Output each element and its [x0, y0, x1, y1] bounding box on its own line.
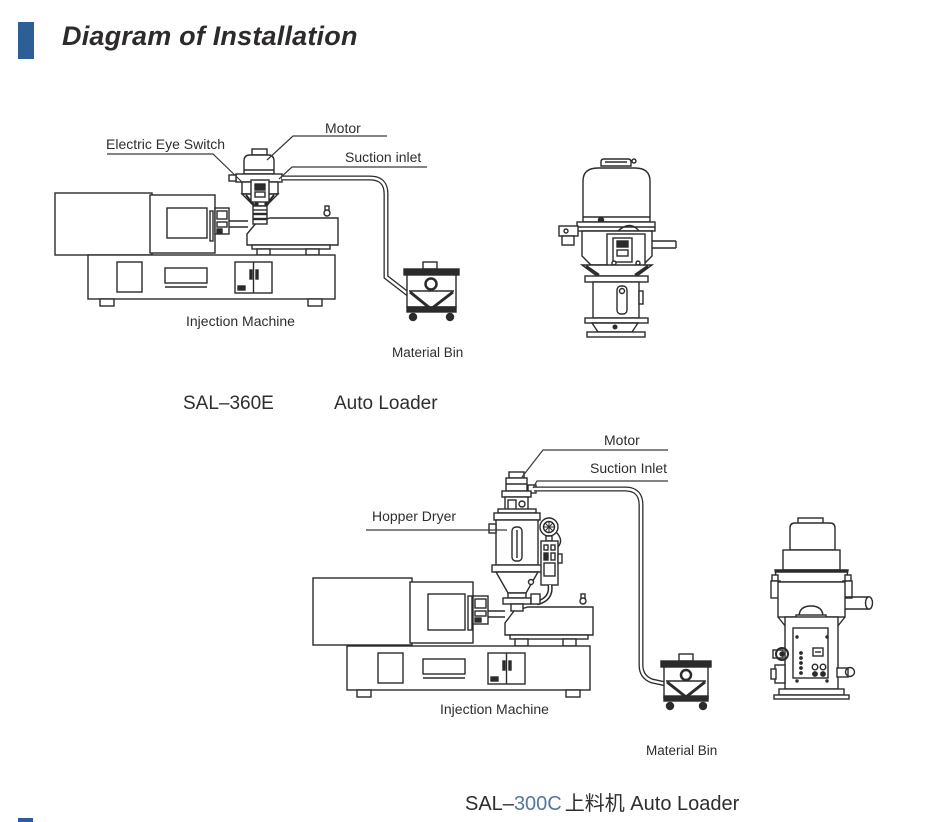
material-bin-drawing-bottom	[660, 653, 712, 711]
label-suction-inlet-top: Suction inlet	[345, 149, 422, 165]
bottom-installation-drawing	[312, 449, 712, 711]
hopper-dryer-drawing	[488, 471, 563, 612]
label-material-bin-top: Material Bin	[392, 345, 464, 360]
caption-300c-model: 300C	[513, 793, 562, 815]
top-installation-drawing	[54, 135, 677, 338]
caption-product-360e: Auto Loader	[334, 393, 438, 414]
label-motor-bottom: Motor	[604, 432, 640, 448]
caption-300c-suffix: 上料机 Auto Loader	[564, 793, 740, 815]
label-hopper-dryer: Hopper Dryer	[372, 508, 457, 524]
bottom-accent-bar	[18, 818, 33, 822]
title-accent-bar	[18, 22, 34, 59]
auto-loader-drawing	[228, 148, 283, 225]
suction-tube-bottom	[534, 486, 667, 687]
injection-machine-drawing	[54, 192, 339, 307]
standalone-loader-360e-drawing	[558, 158, 677, 338]
suction-tube	[282, 175, 410, 296]
label-injection-machine-top: Injection Machine	[186, 313, 295, 329]
leader-lines-top	[107, 135, 427, 184]
material-bin-drawing	[403, 261, 460, 322]
injection-machine-drawing-bottom	[312, 577, 594, 698]
label-injection-machine-bottom: Injection Machine	[440, 701, 549, 717]
caption-300c-prefix: SAL–	[465, 793, 514, 815]
page-title: Diagram of Installation	[62, 21, 358, 51]
caption-model-360e: SAL–360E	[183, 393, 274, 414]
label-suction-inlet-bottom: Suction Inlet	[590, 460, 668, 476]
standalone-loader-300c-drawing	[770, 517, 874, 700]
label-electric-eye-switch: Electric Eye Switch	[106, 136, 226, 152]
label-material-bin-bottom: Material Bin	[646, 743, 718, 758]
leader-lines-bottom	[366, 449, 668, 531]
label-motor-top: Motor	[325, 120, 361, 136]
